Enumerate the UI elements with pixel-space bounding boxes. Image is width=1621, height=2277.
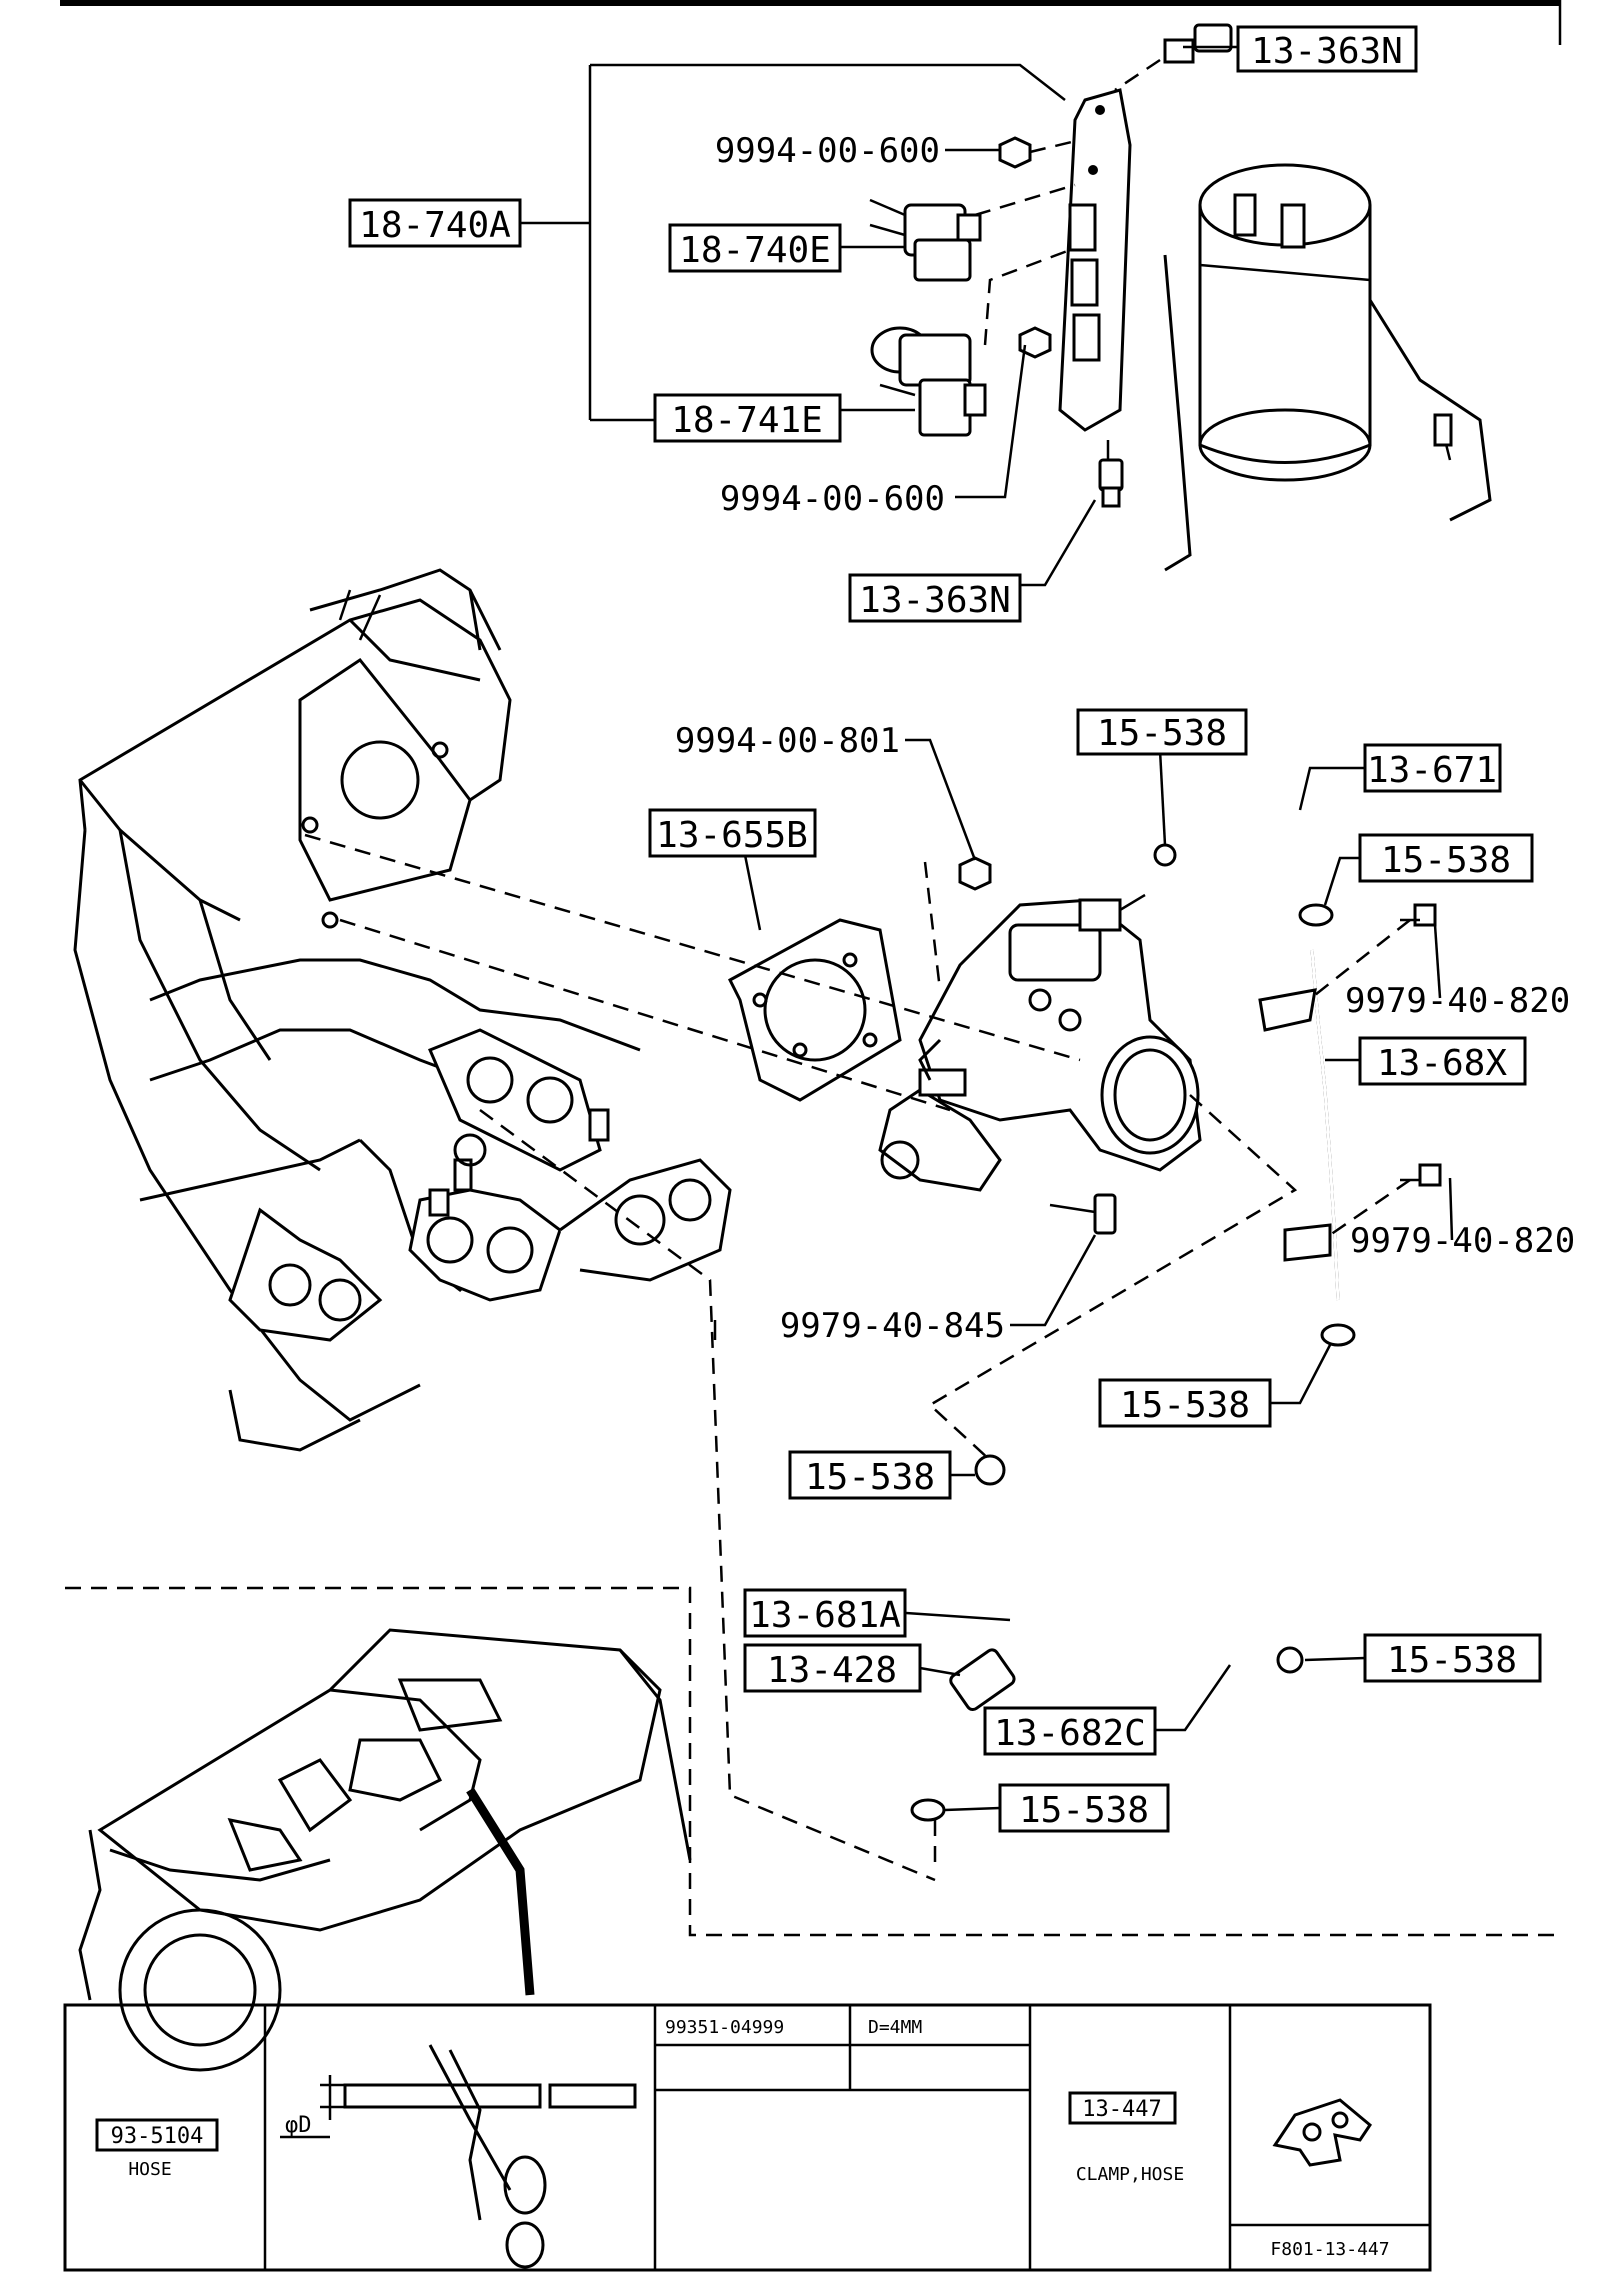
label-9979-40-845: 9979-40-845 (780, 1306, 1005, 1346)
clamp-hose-icon (1272, 2098, 1372, 2167)
sensor-13-363n-bottom (1098, 440, 1124, 508)
label-18-740a: 18-740A (359, 205, 511, 246)
bolt-9979-40-845 (1049, 1193, 1117, 1235)
hose-13-681a (916, 1506, 1079, 1769)
callout-13-68x: 13-68X (1358, 1036, 1527, 1086)
label-13-671: 13-671 (1367, 750, 1497, 791)
label-15-538-e: 15-538 (1019, 1790, 1149, 1831)
label-9994-00-600-b: 9994-00-600 (720, 479, 945, 519)
callout-15-538-c: 15-538 (1098, 1378, 1272, 1428)
label-9979-40-820-a: 9979-40-820 (1345, 981, 1570, 1021)
legend-hose-name: HOSE (128, 2159, 171, 2180)
callout-15-538-b: 15-538 (1358, 833, 1534, 883)
callout-13-428: 13-428 (743, 1643, 922, 1693)
label-18-740e: 18-740E (679, 230, 831, 271)
label-15-538-f: 15-538 (1387, 1640, 1517, 1681)
clamp-15-538-b (1298, 903, 1334, 927)
callout-15-538-f: 15-538 (1363, 1633, 1542, 1683)
label-9994-00-600-a: 9994-00-600 (715, 131, 940, 171)
callout-18-741e: 18-741E (653, 393, 842, 443)
label-13-428: 13-428 (767, 1650, 897, 1691)
label-15-538-d: 15-538 (805, 1457, 935, 1498)
callout-13-655b: 13-655B (648, 808, 817, 858)
nut-9994-00-801 (958, 856, 992, 891)
label-15-538-c: 15-538 (1120, 1385, 1250, 1426)
callout-15-538-a: 15-538 (1076, 708, 1248, 756)
label-15-538-b: 15-538 (1381, 840, 1511, 881)
clamp-15-538-c (1320, 1323, 1356, 1347)
label-13-682c: 13-682C (994, 1713, 1146, 1754)
solenoid-valve-lower (870, 326, 987, 437)
leader-lines (520, 45, 1454, 1812)
clamp-15-538-d (974, 1454, 1006, 1486)
legend-clamp-name: CLAMP,HOSE (1076, 2164, 1184, 2185)
nut-9994-00-600-b (1018, 326, 1052, 359)
legend-figure-code: F801-13-447 (1270, 2239, 1389, 2260)
callout-15-538-d: 15-538 (788, 1450, 952, 1500)
intake-manifold (73, 568, 732, 1452)
callout-13-681a: 13-681A (743, 1588, 907, 1638)
callout-13-682c: 13-682C (983, 1706, 1157, 1756)
label-18-741e: 18-741E (671, 400, 823, 441)
legend-clamp-code: 13-447 (1082, 2097, 1161, 2122)
clamp-15-538-e (910, 1798, 946, 1822)
callout-13-671: 13-671 (1363, 743, 1502, 793)
canister-assembly (1163, 163, 1492, 572)
hose-legend-cell: 93-5104 HOSE (95, 2118, 219, 2180)
label-13-655b: 13-655B (656, 815, 808, 856)
sensor-13-363n-top (1114, 23, 1233, 92)
legend-table: 93-5104 HOSE φD 99351-04999 D=4MM 13-447… (63, 2003, 1432, 2272)
label-13-363n-bottom: 13-363N (859, 580, 1011, 621)
callout-18-740a: 18-740A (348, 198, 522, 248)
pipe-13-68x (1258, 949, 1340, 1301)
legend-hose-part-number: 99351-04999 (665, 2017, 784, 2038)
legend-hose-spec: D=4MM (868, 2017, 922, 2038)
gasket-13-655b (728, 918, 902, 1102)
vehicle-inset (65, 1586, 1560, 2072)
label-9979-40-820-b: 9979-40-820 (1350, 1221, 1575, 1261)
legend-diameter-symbol: φD (285, 2113, 312, 2138)
solenoid-bracket (1058, 88, 1132, 432)
legend-hose-code: 93-5104 (111, 2124, 204, 2149)
label-13-681a: 13-681A (749, 1595, 901, 1636)
callout-18-740e: 18-740E (668, 223, 842, 273)
clamp-15-538-f (1276, 1646, 1304, 1674)
bolt-9979-40-820-a (1400, 903, 1437, 927)
solenoid-valve-upper (869, 198, 982, 282)
callout-15-538-e: 15-538 (998, 1783, 1170, 1833)
clamp-legend-cell: 13-447 CLAMP,HOSE (1068, 2091, 1184, 2185)
hose-13-682c (1137, 1351, 1349, 1669)
clamp-15-538-a (1153, 843, 1177, 867)
hose-13-671 (1182, 781, 1318, 888)
label-9994-00-801: 9994-00-801 (675, 721, 900, 761)
label-13-68x: 13-68X (1377, 1043, 1507, 1084)
callout-13-363n-top: 13-363N (1236, 25, 1418, 73)
label-15-538-a: 15-538 (1097, 713, 1227, 754)
bolt-9979-40-820-b (1400, 1163, 1442, 1187)
throttle-body (878, 893, 1202, 1192)
nut-9994-00-600-a (998, 136, 1032, 169)
hose-cutting-illustration: φD (280, 2044, 637, 2269)
callout-13-363n-bottom: 13-363N (848, 573, 1022, 623)
label-13-363n-top: 13-363N (1251, 31, 1403, 72)
